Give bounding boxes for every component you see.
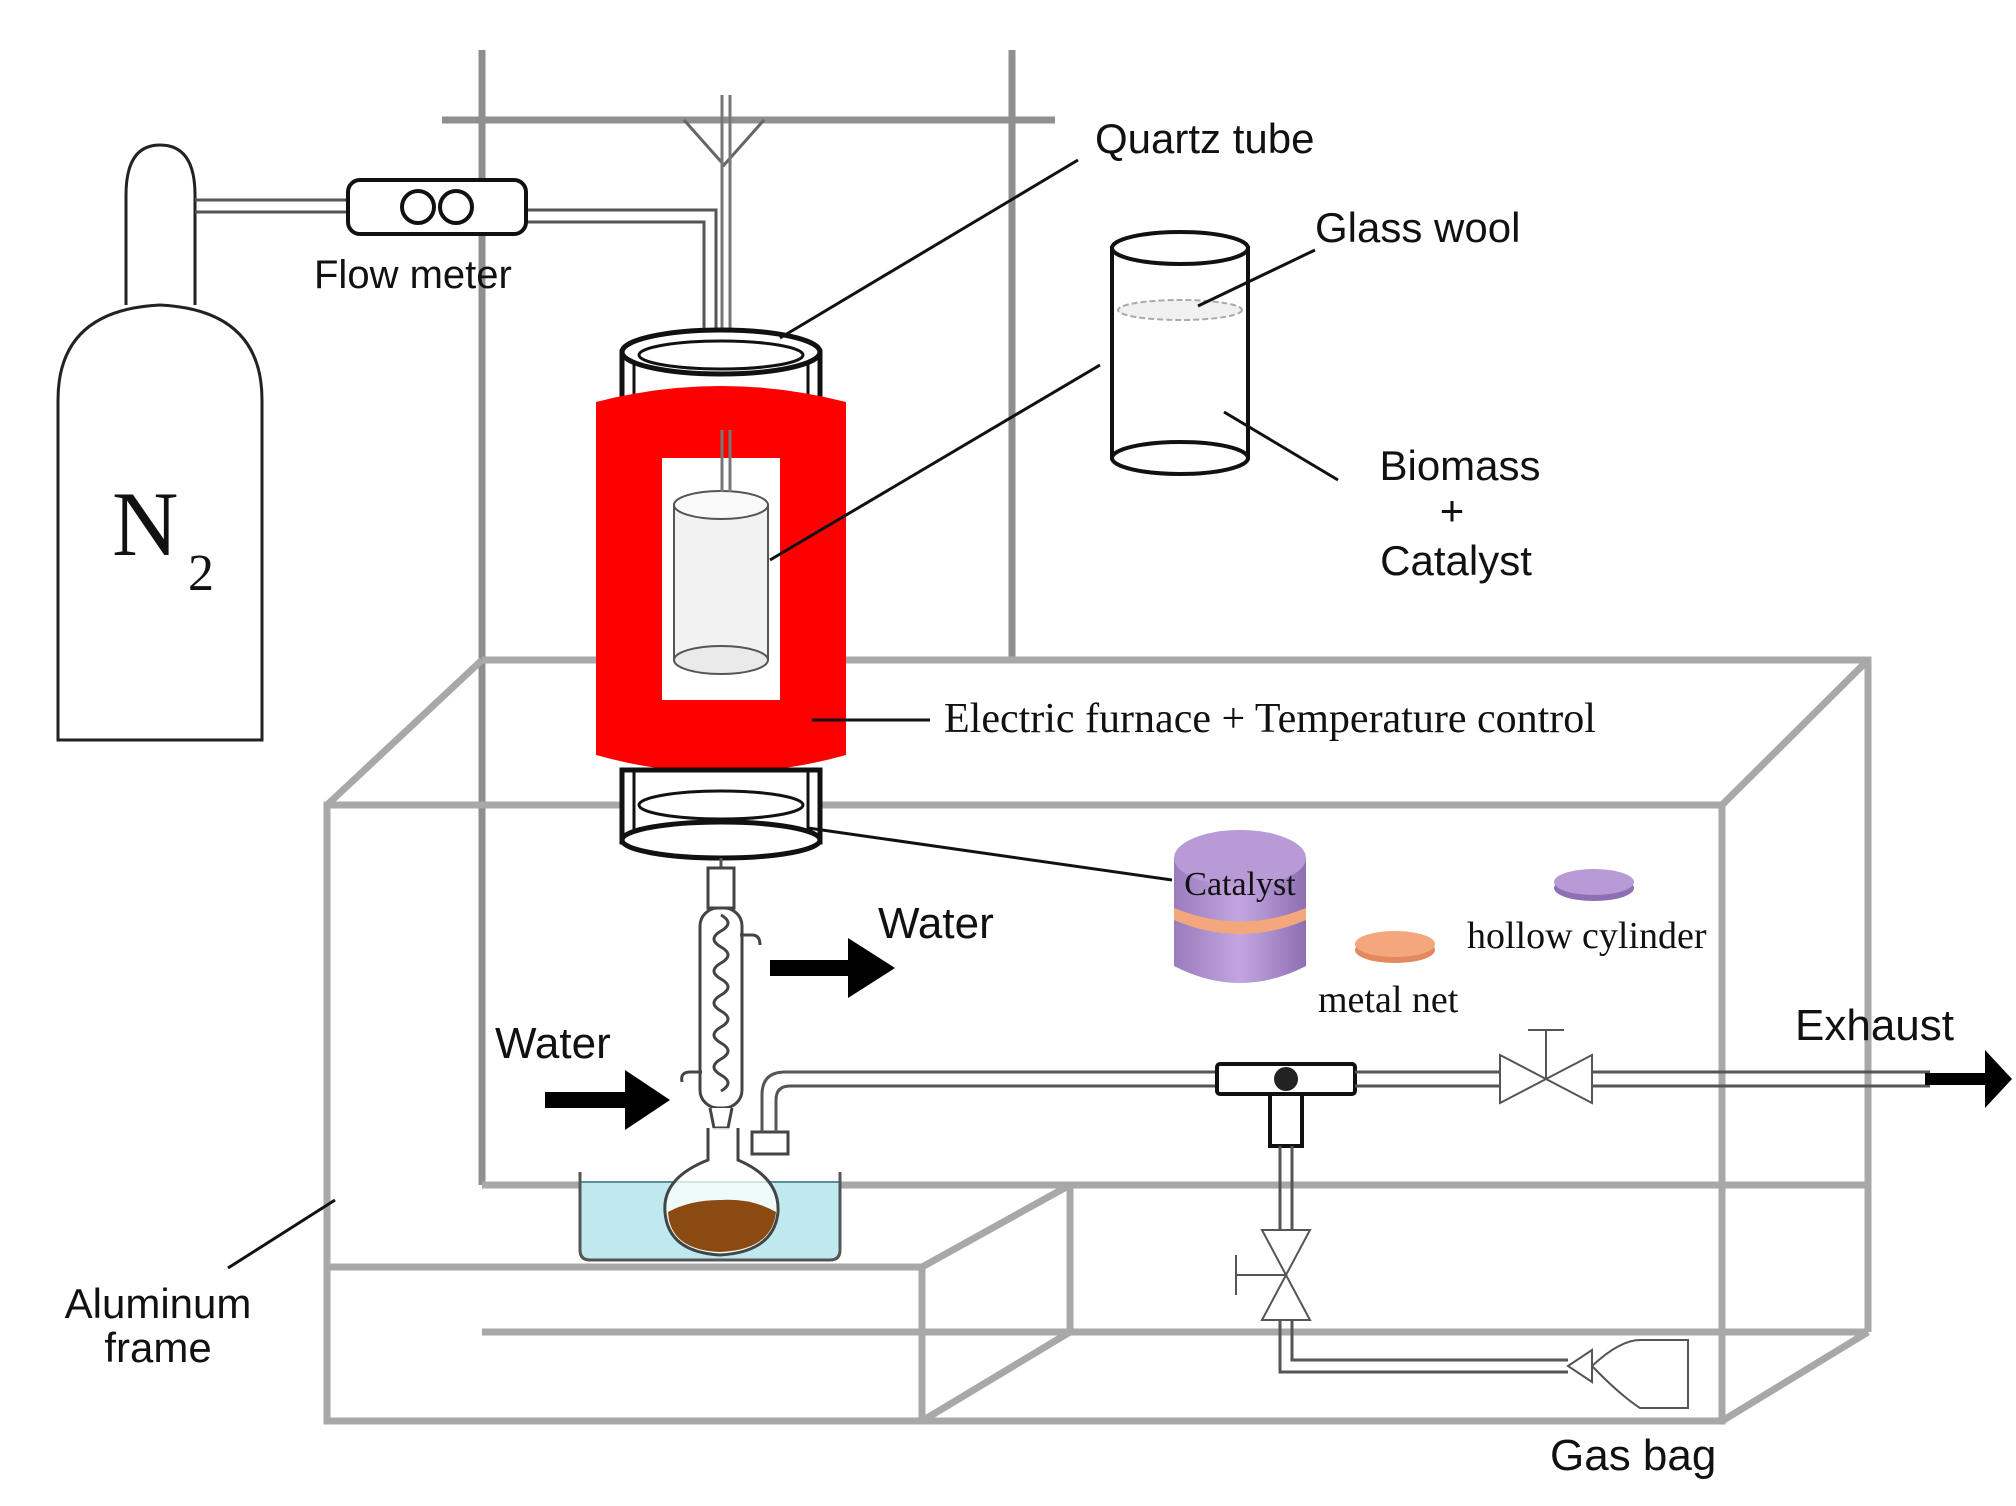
t-connector (1215, 1062, 1357, 1148)
furnace-label: Electric furnace + Temperature control (944, 696, 1596, 742)
glass-wool-label: Glass wool (1315, 204, 1520, 251)
gas-bag-label: Gas bag (1550, 1431, 1716, 1480)
metal-net-label: metal net (1318, 979, 1459, 1021)
support-stand (442, 50, 1055, 1185)
water-out-arrow (770, 938, 895, 998)
water-in-label: Water (495, 1019, 611, 1068)
gas-bag (1566, 1339, 1689, 1409)
reactor-basket (673, 430, 769, 675)
condenser (680, 866, 762, 1130)
catalyst-illustration (1174, 830, 1306, 983)
aluminum-label: Aluminum (65, 1280, 252, 1327)
metal-net-disk (1355, 931, 1435, 963)
gas-bag-line (1278, 1146, 1568, 1374)
plus-label: + (1440, 487, 1465, 534)
nitrogen-cylinder: N 2 (56, 143, 264, 742)
n2-symbol: N (112, 473, 178, 575)
water-out-label: Water (878, 899, 994, 948)
gas-bag-valve (1235, 1229, 1312, 1321)
flow-meter-label: Flow meter (314, 253, 512, 297)
aluminum-frame (323, 656, 1872, 1425)
biomass-label: Biomass (1379, 442, 1540, 489)
exhaust-valve (1499, 1029, 1593, 1105)
catalyst-disk-label: Catalyst (1184, 866, 1296, 903)
basket-inset (1110, 230, 1250, 476)
collection-flask (663, 1128, 790, 1257)
hollow-cylinder-disk (1554, 869, 1634, 901)
quartz-tube-label: Quartz tube (1095, 115, 1314, 162)
flow-meter (346, 178, 528, 236)
quartz-tube-bottom (619, 767, 823, 875)
exhaust-line (1355, 1070, 1930, 1088)
hollow-cylinder-label: hollow cylinder (1467, 915, 1707, 957)
catalyst-label: Catalyst (1380, 537, 1532, 584)
gas-outlet-pipe (760, 1070, 1218, 1132)
water-in-arrow (545, 1070, 670, 1130)
frame-label: frame (104, 1324, 211, 1371)
n2-subscript: 2 (188, 545, 214, 602)
leader-lines (227, 158, 1339, 1270)
exhaust-label: Exhaust (1795, 1001, 1954, 1050)
exhaust-arrow (1925, 1050, 2012, 1108)
